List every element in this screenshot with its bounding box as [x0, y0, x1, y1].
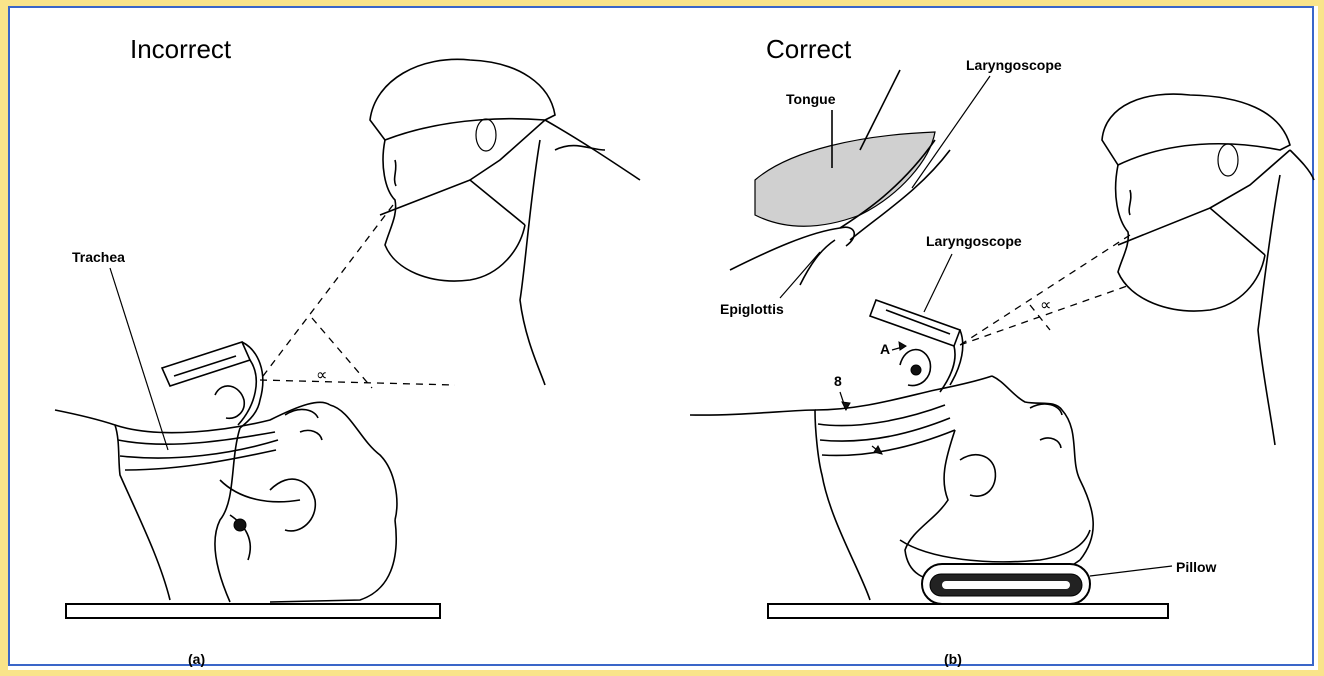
inset-tongue-epiglottis: [730, 70, 950, 285]
tongue-label: Tongue: [786, 91, 836, 107]
doctor-figure-a: [370, 59, 640, 385]
caption-b: (b): [944, 651, 962, 667]
marker-a: A: [880, 341, 890, 357]
sight-line-a1: [260, 205, 393, 380]
doctor-figure-b: [1102, 94, 1314, 445]
panel-correct: Correct Tongue Laryngoscope Epiglottis: [690, 34, 1314, 667]
angle-label-b: ∝: [1040, 297, 1051, 314]
trachea-label: Trachea: [72, 249, 125, 265]
pillow: [922, 564, 1090, 604]
pillow-pointer: [1090, 566, 1172, 576]
marker-b: 8: [834, 373, 842, 389]
patient-b: [690, 350, 1093, 600]
sight-line-b1: [960, 235, 1130, 345]
angle-label-a: ∝: [316, 367, 327, 384]
laryngoscope-mid-label: Laryngoscope: [926, 233, 1022, 249]
table-a: [66, 604, 440, 618]
pillow-label: Pillow: [1176, 559, 1217, 575]
patient-a: [55, 386, 397, 602]
epiglottis-label: Epiglottis: [720, 301, 784, 317]
panel-b-title: Correct: [766, 34, 852, 64]
table-b: [768, 604, 1168, 618]
laryngoscope-top-label: Laryngoscope: [966, 57, 1062, 73]
caption-a: (a): [188, 651, 205, 667]
laryngoscope-a: [162, 342, 263, 428]
panel-a-title: Incorrect: [130, 34, 232, 64]
trachea-pointer: [110, 268, 168, 450]
panel-incorrect: Incorrect ∝: [55, 34, 640, 667]
